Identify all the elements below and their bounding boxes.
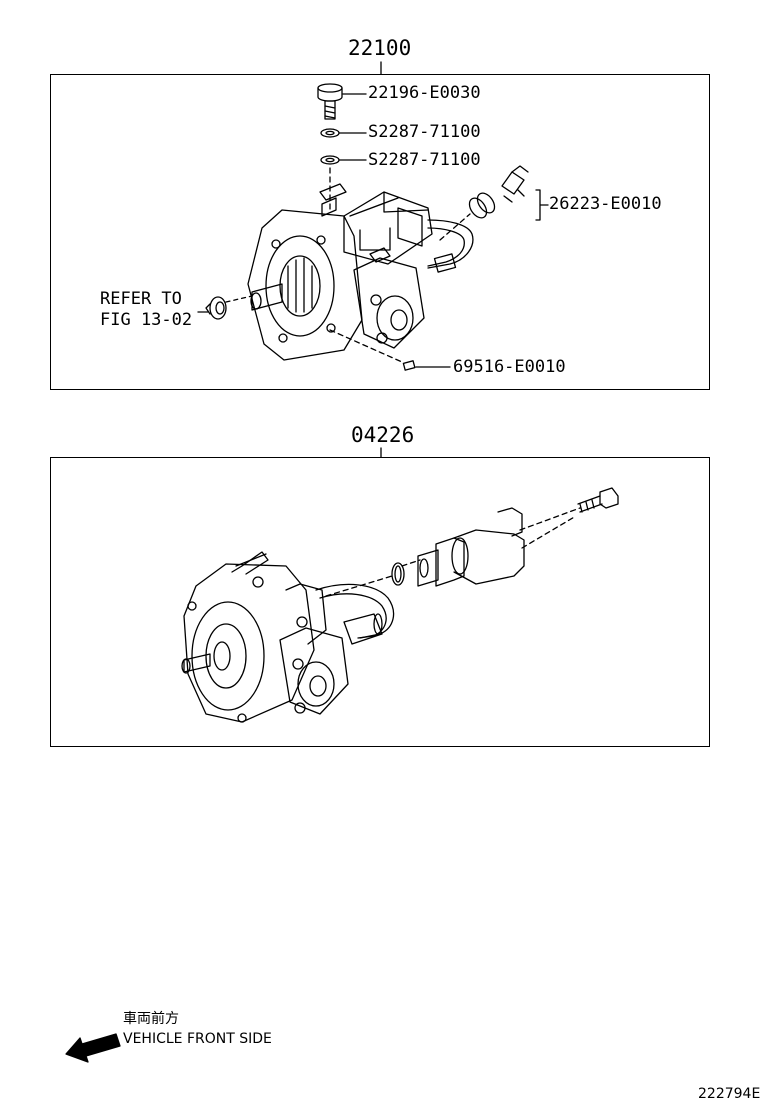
bolt-icon <box>577 487 619 513</box>
direction-label-jp: 車両前方 <box>123 1011 179 1027</box>
direction-label-en: VEHICLE FRONT SIDE <box>123 1031 272 1047</box>
washer-icon <box>320 128 340 138</box>
part-label: 26223-E0010 <box>549 194 662 214</box>
assembly-number-22100: 22100 <box>348 36 412 60</box>
bolt-icon <box>317 83 343 120</box>
part-label: S2287-71100 <box>368 122 481 142</box>
arrow-icon <box>65 1033 121 1063</box>
washer-icon <box>320 155 340 165</box>
nut-icon <box>205 296 227 320</box>
refer-note-line2: FIG 13-02 <box>100 310 193 330</box>
illustration-id: 222794E <box>698 1086 760 1102</box>
assembly-box-04226 <box>50 457 710 747</box>
o-ring-icon <box>391 562 405 586</box>
assembly-number-04226: 04226 <box>351 423 415 447</box>
supply-pump-illustration <box>181 551 395 723</box>
supply-pump-illustration <box>247 183 474 361</box>
pin-icon <box>402 360 416 371</box>
refer-note-line1: REFER TO <box>100 289 182 309</box>
assembly-box-22100 <box>50 74 710 390</box>
part-label: 22196-E0030 <box>368 83 481 103</box>
part-label: 69516-E0010 <box>453 357 566 377</box>
leader-bracket <box>535 189 549 221</box>
control-valve-icon <box>417 507 525 587</box>
fitting-icon <box>468 165 529 219</box>
part-label: S2287-71100 <box>368 150 481 170</box>
